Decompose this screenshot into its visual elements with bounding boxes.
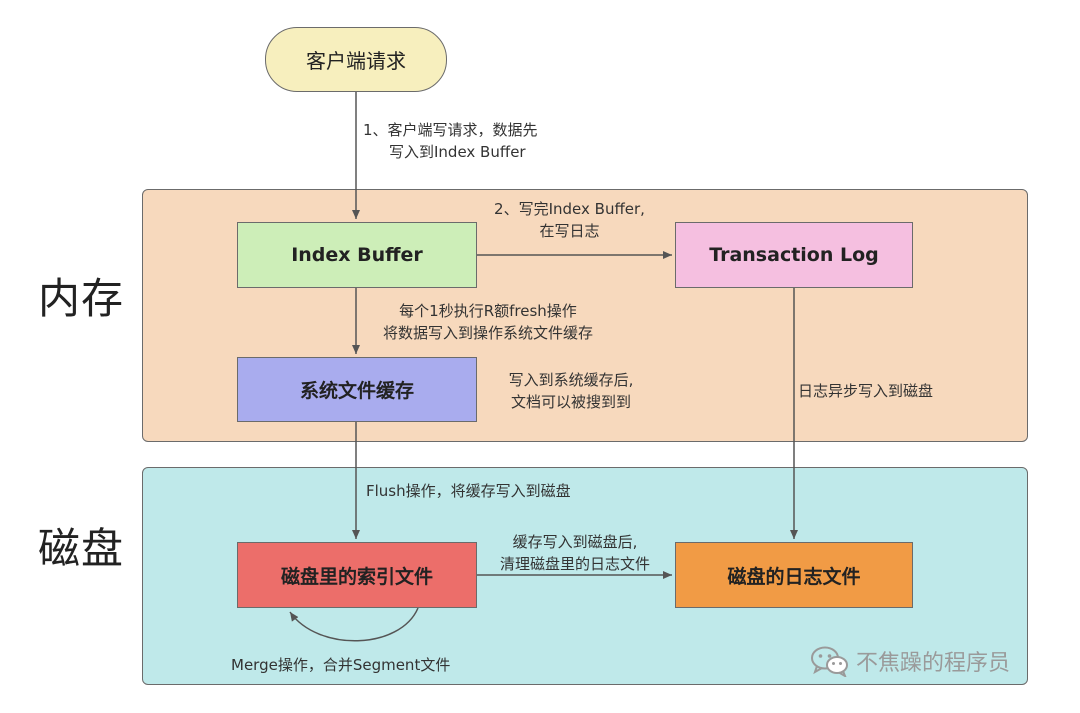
refresh-note-line1: 每个1秒执行R额fresh操作 <box>399 302 577 320</box>
index-buffer-node: Index Buffer <box>237 222 477 288</box>
step2-note: 2、写完Index Buffer, 在写日志 <box>462 198 677 242</box>
merge-note: Merge操作，合并Segment文件 <box>231 656 451 674</box>
disk-log-file-node: 磁盘的日志文件 <box>675 542 913 608</box>
refresh-note: 每个1秒执行R额fresh操作 将数据写入到操作系统文件缓存 <box>368 300 608 344</box>
client-request-node: 客户端请求 <box>265 27 447 92</box>
step1-note-line2: 写入到Index Buffer <box>389 143 526 161</box>
watermark: 不焦躁的程序员 <box>810 645 1010 677</box>
cleanup-note-line1: 缓存写入到磁盘后, <box>512 533 638 551</box>
transaction-log-node: Transaction Log <box>675 222 913 288</box>
memory-region-label: 内存 <box>38 274 125 323</box>
step2-note-line2: 在写日志 <box>539 222 600 240</box>
cleanup-note-line2: 清理磁盘里的日志文件 <box>499 555 650 573</box>
arrow-merge-loop <box>289 607 419 642</box>
searchable-note-line1: 写入到系统缓存后, <box>508 371 634 389</box>
wechat-icon <box>811 646 848 677</box>
watermark-text: 不焦躁的程序员 <box>856 651 1011 676</box>
refresh-note-line2: 将数据写入到操作系统文件缓存 <box>382 324 593 342</box>
flush-note: Flush操作，将缓存写入到磁盘 <box>366 482 571 500</box>
disk-index-file-node: 磁盘里的索引文件 <box>237 542 477 608</box>
log-async-note: 日志异步写入到磁盘 <box>798 382 934 400</box>
fs-cache-node: 系统文件缓存 <box>237 357 477 422</box>
cleanup-note: 缓存写入到磁盘后, 清理磁盘里的日志文件 <box>484 531 666 575</box>
searchable-note-line2: 文档可以被搜到到 <box>510 393 631 411</box>
step1-note-line1: 1、客户端写请求，数据先 <box>363 121 538 139</box>
disk-region-label: 磁盘 <box>38 524 125 573</box>
step2-note-line1: 2、写完Index Buffer, <box>494 200 645 218</box>
searchable-note: 写入到系统缓存后, 文档可以被搜到到 <box>486 369 656 413</box>
step1-note: 1、客户端写请求，数据先 写入到Index Buffer <box>363 119 538 163</box>
